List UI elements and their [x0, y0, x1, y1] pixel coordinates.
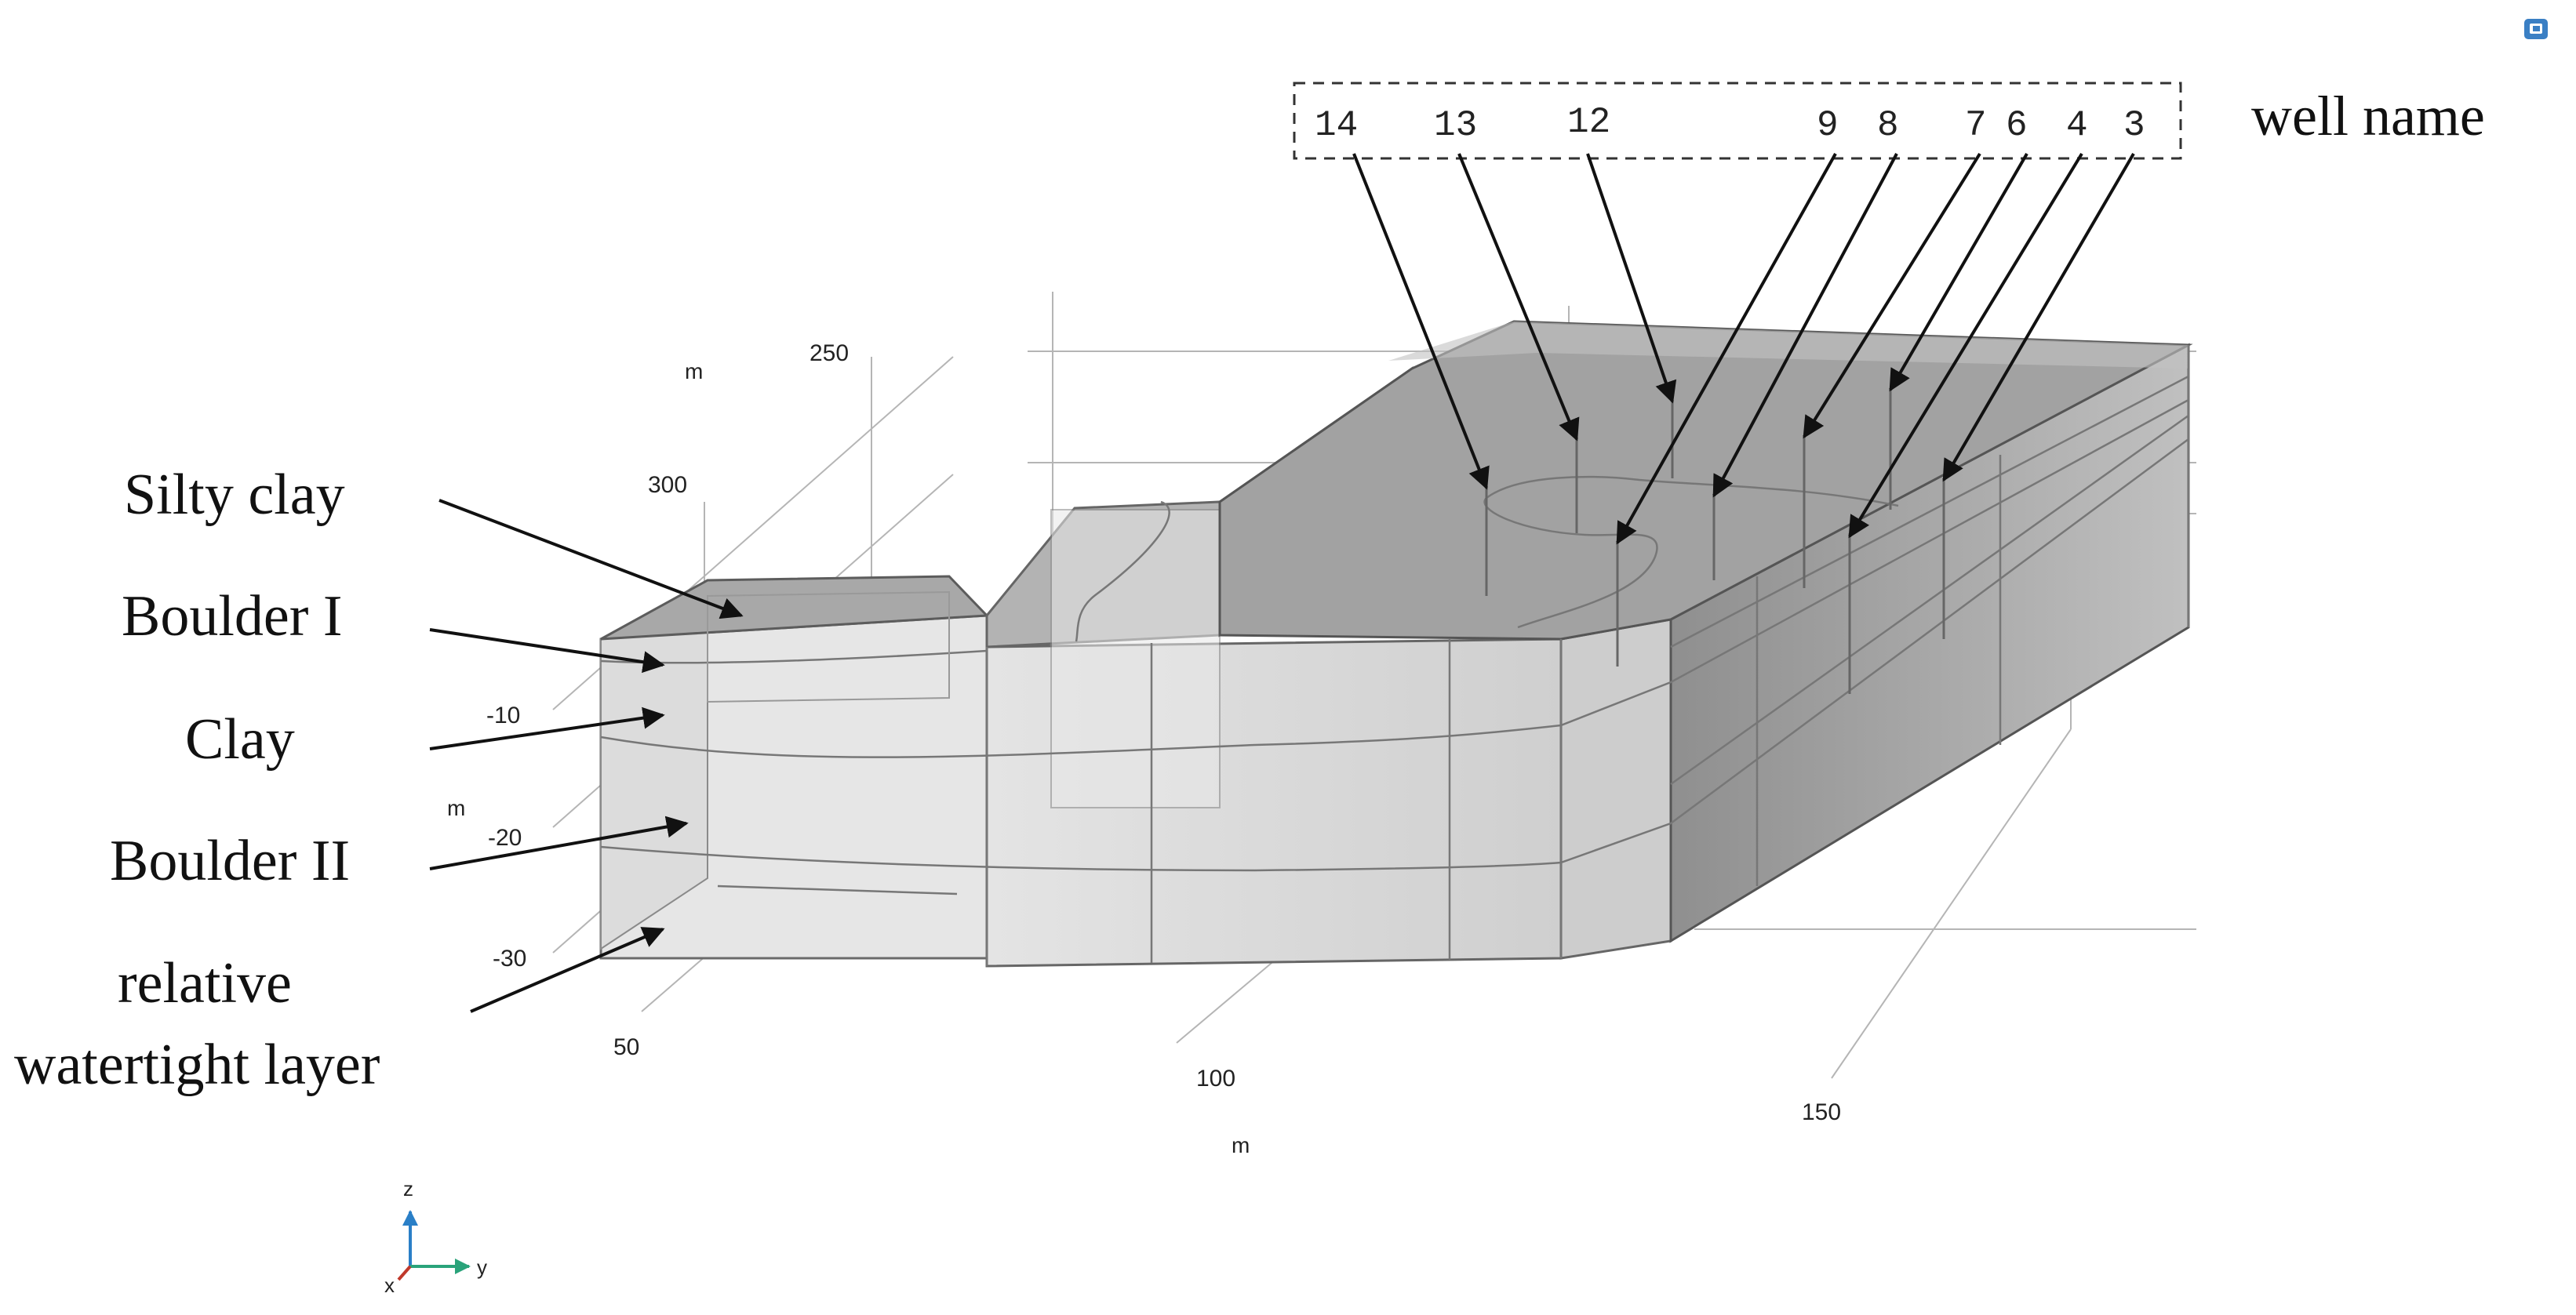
arrow-well-6	[1889, 152, 2028, 392]
z-axis-unit: m	[447, 796, 465, 820]
layer-pointer-arrows	[429, 499, 744, 1013]
arrow-well-13	[1457, 153, 1580, 441]
arrow-silty-clay	[438, 499, 744, 619]
arrow-well-9	[1616, 153, 1837, 545]
layer-label-watertight-line1: relative	[118, 951, 292, 1015]
z-tick-20: -20	[488, 825, 522, 851]
arrow-watertight	[470, 927, 665, 1013]
well-label-3: 3	[2123, 105, 2145, 146]
well-pointer-arrows	[1352, 152, 2135, 545]
triad-x-label: x	[384, 1273, 395, 1297]
z-tick-10: -10	[486, 703, 520, 728]
y-tick-50: 50	[613, 1034, 639, 1060]
layer-label-boulder-2: Boulder II	[110, 829, 350, 893]
window-restore-icon[interactable]	[2524, 19, 2548, 39]
arrow-well-4	[1848, 152, 2083, 539]
x-axis-unit: m	[685, 359, 703, 383]
arrow-well-14	[1352, 153, 1490, 490]
triad-x-axis	[397, 1265, 412, 1281]
well-rods	[1485, 388, 1945, 694]
well-label-6: 6	[2006, 105, 2028, 146]
arrow-boulder-1	[429, 628, 665, 674]
z-tick-30: -30	[493, 946, 526, 972]
axis-triad: z y x	[384, 1177, 487, 1297]
x-tick-300: 300	[648, 472, 687, 498]
arrow-clay	[429, 707, 665, 750]
arrow-well-8	[1712, 153, 1898, 498]
y-tick-100: 100	[1196, 1066, 1235, 1092]
geological-block-model	[599, 320, 2193, 968]
layer-label-clay: Clay	[185, 707, 295, 772]
layer-label-silty-clay: Silty clay	[124, 463, 345, 527]
well-label-9: 9	[1817, 105, 1839, 146]
well-header-box	[1293, 82, 2182, 160]
well-label-14: 14	[1315, 105, 1358, 146]
layer-labels: Silty clay Boulder I Clay Boulder II rel…	[14, 463, 380, 1097]
x-tick-250: 250	[810, 340, 849, 366]
well-label-7: 7	[1965, 105, 1987, 146]
y-axis-unit: m	[1232, 1133, 1250, 1157]
well-label-4: 4	[2066, 105, 2088, 146]
y-tick-150: 150	[1802, 1099, 1841, 1125]
well-label-12: 12	[1567, 102, 1610, 143]
triad-z-label: z	[403, 1177, 413, 1201]
well-name-header: well name 14 13 12 9 8 7 6 4 3	[1293, 82, 2485, 160]
axis-labels: m 250 300 -10 m -20 -30 50 100 m 150	[447, 340, 1841, 1157]
layer-label-boulder-1: Boulder I	[122, 584, 343, 648]
well-label-13: 13	[1434, 105, 1477, 146]
arrow-well-12	[1586, 153, 1677, 404]
well-name-label: well name	[2251, 85, 2485, 147]
triad-y-label: y	[477, 1255, 487, 1279]
arrow-well-3	[1942, 152, 2135, 482]
arrow-boulder-2	[429, 816, 689, 870]
arrow-well-7	[1803, 152, 1981, 439]
well-label-8: 8	[1877, 105, 1899, 146]
layer-label-watertight-line2: watertight layer	[14, 1033, 380, 1097]
